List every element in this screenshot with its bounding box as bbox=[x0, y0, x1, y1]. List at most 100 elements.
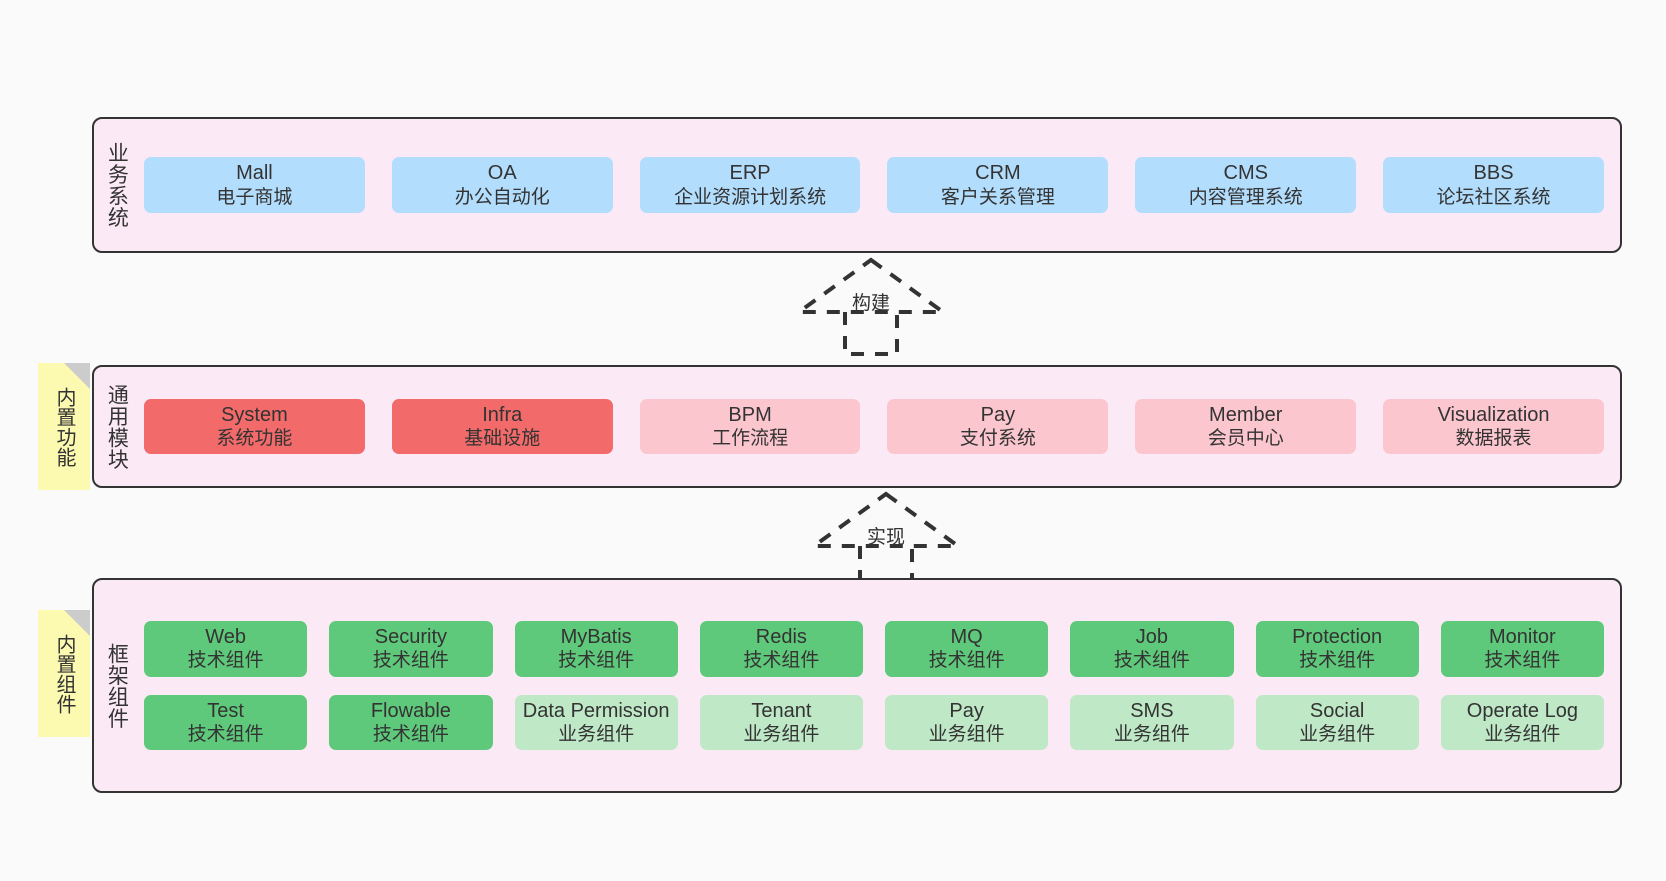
node-title: Data Permission bbox=[522, 699, 670, 722]
node-mq[interactable]: MQ 技术组件 bbox=[885, 620, 1049, 677]
node-visualization[interactable]: Visualization 数据报表 bbox=[1383, 398, 1604, 455]
node-subtitle: 技术组件 bbox=[187, 650, 264, 672]
node-title: System bbox=[221, 403, 288, 426]
node-title: MQ bbox=[950, 625, 983, 648]
node-title: Protection bbox=[1292, 625, 1383, 648]
node-data-permission[interactable]: Data Permission 业务组件 bbox=[514, 694, 678, 751]
node-title: Mall bbox=[236, 162, 273, 185]
node-row: Mall 电子商城 OA 办公自动化 ERP 企业资源计划系统 CRM 客户关系… bbox=[144, 157, 1604, 213]
connector-label: 实现 bbox=[866, 527, 906, 548]
node-title: Member bbox=[1209, 403, 1283, 426]
node-subtitle: 业务组件 bbox=[928, 723, 1005, 745]
node-erp[interactable]: ERP 企业资源计划系统 bbox=[639, 157, 861, 213]
node-subtitle: 企业资源计划系统 bbox=[674, 186, 827, 208]
layer-title-business-system: 业务系统 bbox=[105, 142, 129, 228]
connector-implement: 实现 bbox=[807, 491, 965, 590]
node-subtitle: 办公自动化 bbox=[454, 186, 550, 208]
note-text: 内置组件 bbox=[53, 633, 75, 714]
node-title: Infra bbox=[482, 403, 523, 426]
node-title: Job bbox=[1135, 625, 1168, 648]
node-title: SMS bbox=[1130, 699, 1174, 722]
node-subtitle: 业务组件 bbox=[558, 723, 635, 745]
node-system[interactable]: System 系统功能 bbox=[144, 398, 365, 455]
node-subtitle: 业务组件 bbox=[1484, 723, 1561, 745]
node-infra[interactable]: Infra 基础设施 bbox=[391, 398, 613, 455]
node-bpm[interactable]: BPM 工作流程 bbox=[639, 398, 861, 455]
node-subtitle: 客户关系管理 bbox=[940, 186, 1055, 208]
note-builtin-function: 内置功能 bbox=[38, 363, 90, 490]
node-operate-log[interactable]: Operate Log 业务组件 bbox=[1440, 694, 1604, 751]
node-test[interactable]: Test 技术组件 bbox=[144, 694, 308, 751]
node-subtitle: 技术组件 bbox=[928, 650, 1005, 672]
layer-title-framework-component: 框架组件 bbox=[105, 642, 129, 729]
layer-body-framework-component: Web 技术组件 Security 技术组件 MyBatis 技术组件 Redi… bbox=[138, 580, 1620, 791]
node-monitor[interactable]: Monitor 技术组件 bbox=[1440, 620, 1604, 677]
node-subtitle: 业务组件 bbox=[1113, 723, 1190, 745]
node-subtitle: 电子商城 bbox=[216, 186, 293, 208]
node-pay[interactable]: Pay 支付系统 bbox=[887, 398, 1109, 455]
node-subtitle: 论坛社区系统 bbox=[1436, 186, 1551, 208]
node-title: BBS bbox=[1473, 162, 1514, 185]
node-title: Visualization bbox=[1437, 403, 1550, 426]
node-title: Operate Log bbox=[1466, 699, 1578, 722]
node-title: Pay bbox=[949, 699, 984, 722]
node-title: Social bbox=[1309, 699, 1365, 722]
node-mall[interactable]: Mall 电子商城 bbox=[144, 157, 365, 213]
node-subtitle: 技术组件 bbox=[743, 650, 820, 672]
node-pay-component[interactable]: Pay 业务组件 bbox=[885, 694, 1049, 751]
note-builtin-component: 内置组件 bbox=[38, 610, 90, 737]
node-member[interactable]: Member 会员中心 bbox=[1135, 398, 1357, 455]
layer-title-common-module: 通用模块 bbox=[105, 383, 129, 470]
node-subtitle: 内容管理系统 bbox=[1188, 186, 1303, 208]
node-subtitle: 基础设施 bbox=[464, 428, 541, 450]
node-title: Test bbox=[207, 699, 244, 722]
node-title: Redis bbox=[755, 625, 807, 648]
node-subtitle: 技术组件 bbox=[187, 723, 264, 745]
node-title: MyBatis bbox=[560, 625, 632, 648]
node-subtitle: 技术组件 bbox=[558, 650, 635, 672]
layer-common-module: 通用模块 System 系统功能 Infra 基础设施 BPM 工作流程 Pay… bbox=[92, 365, 1622, 488]
node-sms[interactable]: SMS 业务组件 bbox=[1070, 694, 1234, 751]
node-subtitle: 工作流程 bbox=[712, 428, 789, 450]
node-title: CMS bbox=[1223, 162, 1268, 185]
node-redis[interactable]: Redis 技术组件 bbox=[699, 620, 863, 677]
note-text: 内置功能 bbox=[53, 386, 75, 467]
node-subtitle: 技术组件 bbox=[1299, 650, 1376, 672]
node-subtitle: 数据报表 bbox=[1455, 428, 1532, 450]
node-job[interactable]: Job 技术组件 bbox=[1070, 620, 1234, 677]
node-cms[interactable]: CMS 内容管理系统 bbox=[1135, 157, 1357, 213]
node-subtitle: 支付系统 bbox=[959, 428, 1036, 450]
node-bbs[interactable]: BBS 论坛社区系统 bbox=[1383, 157, 1604, 213]
node-title: OA bbox=[487, 162, 517, 185]
node-title: ERP bbox=[729, 162, 771, 185]
node-subtitle: 技术组件 bbox=[1484, 650, 1561, 672]
node-row: Test 技术组件 Flowable 技术组件 Data Permission … bbox=[144, 694, 1604, 751]
node-subtitle: 技术组件 bbox=[372, 650, 449, 672]
node-title: Web bbox=[205, 625, 246, 648]
node-tenant[interactable]: Tenant 业务组件 bbox=[699, 694, 863, 751]
connector-build: 构建 bbox=[792, 257, 950, 356]
connector-stem bbox=[843, 312, 899, 356]
node-social[interactable]: Social 业务组件 bbox=[1255, 694, 1419, 751]
node-subtitle: 技术组件 bbox=[372, 723, 449, 745]
node-subtitle: 系统功能 bbox=[216, 428, 293, 450]
layer-framework-component: 框架组件 Web 技术组件 Security 技术组件 MyBatis 技术组件… bbox=[92, 578, 1622, 793]
node-subtitle: 业务组件 bbox=[743, 723, 820, 745]
node-title: Flowable bbox=[370, 699, 451, 722]
node-protection[interactable]: Protection 技术组件 bbox=[1255, 620, 1419, 677]
node-title: Pay bbox=[980, 403, 1016, 426]
node-title: Security bbox=[374, 625, 447, 648]
node-oa[interactable]: OA 办公自动化 bbox=[391, 157, 613, 213]
layer-business-system: 业务系统 Mall 电子商城 OA 办公自动化 ERP 企业资源计划系统 CRM… bbox=[92, 117, 1622, 253]
node-title: CRM bbox=[975, 162, 1021, 185]
layer-body-common-module: System 系统功能 Infra 基础设施 BPM 工作流程 Pay 支付系统… bbox=[138, 367, 1620, 486]
node-security[interactable]: Security 技术组件 bbox=[329, 620, 493, 677]
node-subtitle: 技术组件 bbox=[1113, 650, 1190, 672]
node-subtitle: 业务组件 bbox=[1299, 723, 1376, 745]
node-title: Monitor bbox=[1489, 625, 1556, 648]
node-flowable[interactable]: Flowable 技术组件 bbox=[329, 694, 493, 751]
node-web[interactable]: Web 技术组件 bbox=[144, 620, 308, 677]
node-mybatis[interactable]: MyBatis 技术组件 bbox=[514, 620, 678, 677]
node-crm[interactable]: CRM 客户关系管理 bbox=[887, 157, 1109, 213]
